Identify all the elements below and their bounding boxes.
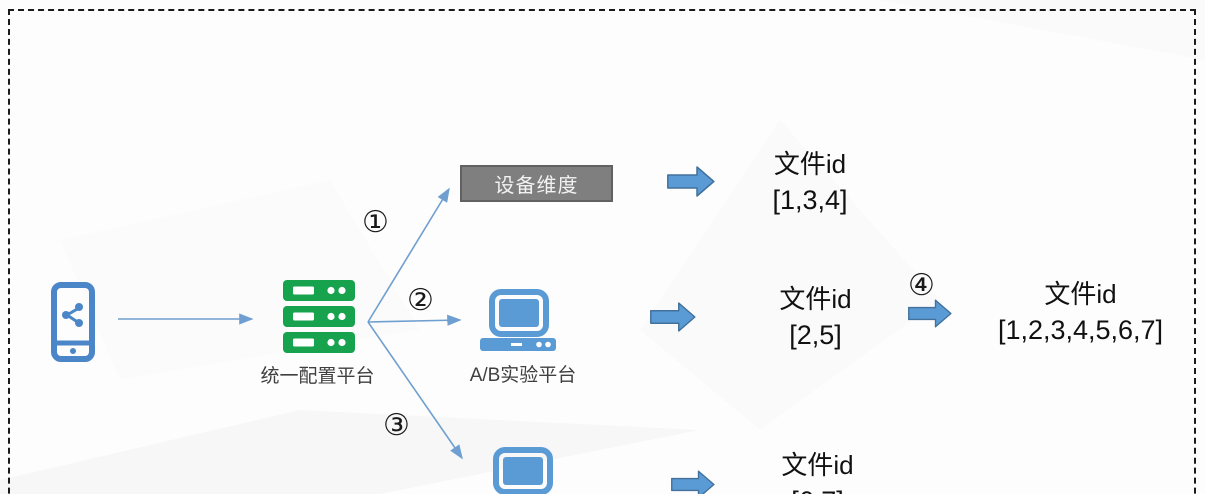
block-arrow-right-icon-ab [650,302,696,332]
output-device-title: 文件id [773,149,847,179]
step-2-badge: ② [407,283,434,318]
block-arrow-right-icon-merge [908,299,952,328]
output-device-ids: [1,3,4] [772,185,848,215]
arrow-config-to-third [367,321,463,460]
ab-platform-label: A/B实验平台 [469,365,577,386]
output-merged-title: 文件id [1044,279,1117,309]
arrow-config-to-device [367,187,450,323]
output-ab-title: 文件id [779,284,852,314]
output-third-ids: [6,7] [735,483,900,494]
phone-share-icon [51,282,95,362]
step-4-badge: ④ [908,268,935,303]
output-third: 文件id [6,7] [735,447,900,494]
dashed-border-frame [8,9,1196,494]
output-merged: 文件id [1,2,3,4,5,6,7] [968,276,1193,349]
step-1-badge: ① [362,205,389,240]
arrow-config-to-ab [367,314,462,326]
device-dimension-box: 设备维度 [460,165,613,202]
device-dimension-label: 设备维度 [494,175,579,197]
output-ab: 文件id [2,5] [733,281,898,354]
block-arrow-right-icon-device [667,166,715,197]
server-stack-icon [283,280,355,353]
config-platform-label: 统一配置平台 [260,366,375,387]
share-icon [62,303,83,327]
output-device: 文件id [1,3,4] [725,146,895,219]
output-merged-ids: [1,2,3,4,5,6,7] [997,315,1164,345]
output-third-title: 文件id [781,450,854,480]
desktop-computer-icon [480,289,556,351]
block-arrow-right-icon-third [671,470,715,494]
step-3-badge: ③ [383,408,410,443]
output-ab-ids: [2,5] [789,320,842,350]
desktop-computer-icon-bottom [493,447,553,494]
